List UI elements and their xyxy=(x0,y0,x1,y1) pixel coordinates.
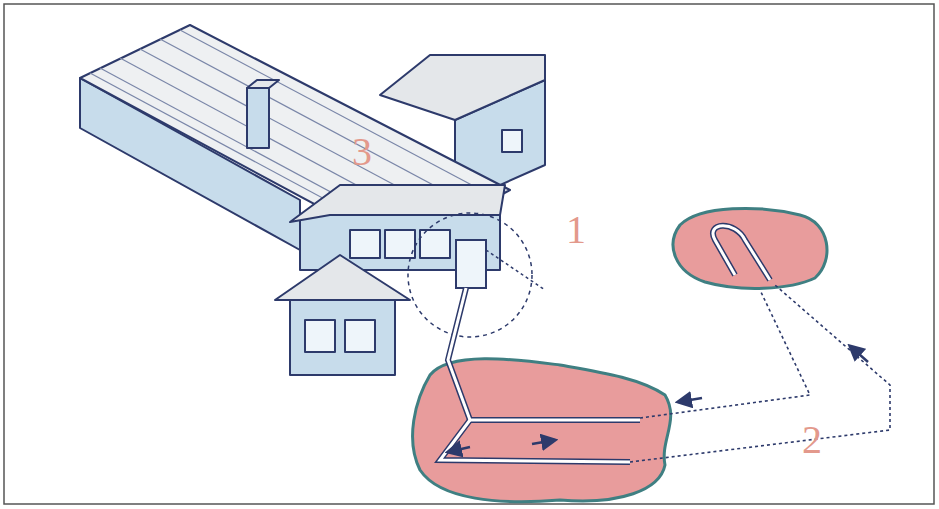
callout-number: 3 xyxy=(352,132,372,172)
detail-circle xyxy=(408,213,532,337)
buried-pipe xyxy=(630,285,890,462)
callout-number: 1 xyxy=(566,210,586,250)
callout-number: 2 xyxy=(802,420,822,460)
frame xyxy=(4,4,934,504)
house xyxy=(80,25,545,375)
heat-pump-unit xyxy=(456,240,486,288)
ground-area xyxy=(673,208,827,288)
ground-loop xyxy=(440,226,770,462)
ground-area xyxy=(413,359,671,502)
ground-loop xyxy=(440,226,770,462)
leader-line xyxy=(486,250,545,290)
